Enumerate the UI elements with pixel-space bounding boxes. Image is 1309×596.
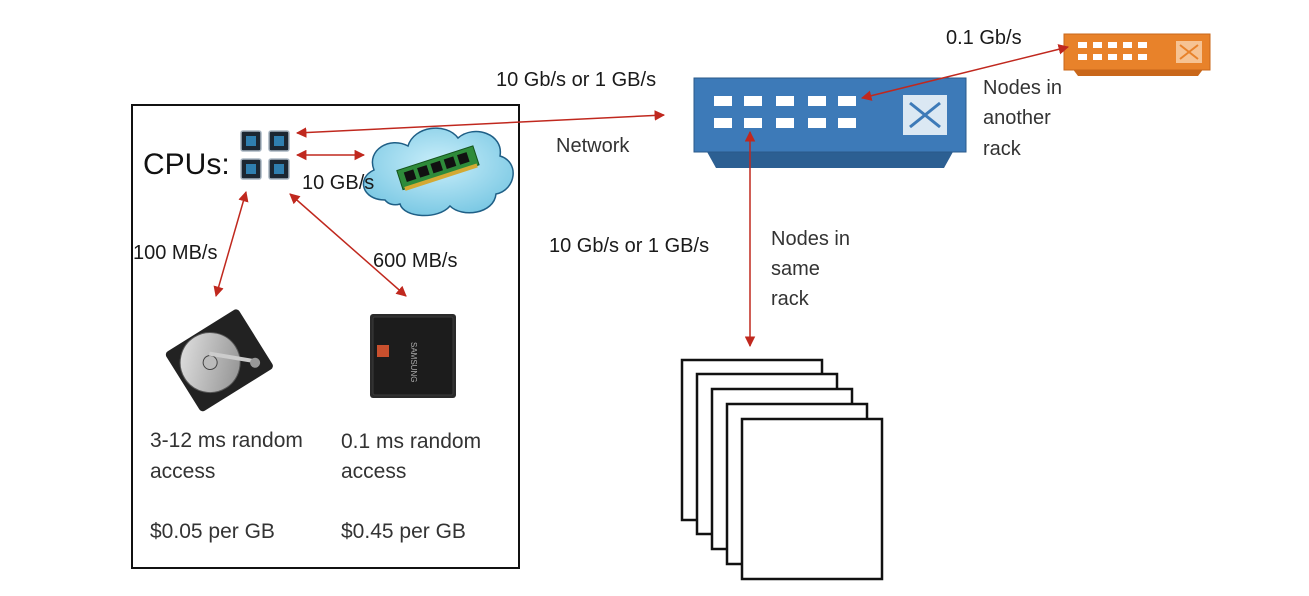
ssd-access-line2: access	[341, 460, 407, 483]
cpus-label: CPUs:	[143, 148, 230, 181]
arrow-switch-remote	[860, 44, 1070, 101]
arrow-cpu-network	[295, 110, 666, 138]
memory-cloud-icon	[362, 127, 514, 217]
network-switch-icon	[693, 77, 967, 168]
hdd-access-line2: access	[150, 460, 216, 483]
same-rack-line3: rack	[771, 288, 809, 310]
memory-bandwidth-label: 10 GB/s	[302, 172, 375, 194]
server-stack-icon	[680, 358, 884, 581]
same-rack-line1: Nodes in	[771, 228, 850, 250]
ssd-icon: SAMSUNG	[370, 314, 456, 398]
hdd-price: $0.05 per GB	[150, 520, 275, 543]
another-rack-line2: another	[983, 107, 1051, 129]
node-boundary	[131, 104, 520, 569]
remote-switch-icon	[1063, 33, 1211, 76]
arrow-cpu-ssd	[289, 193, 407, 297]
node-link-speed-label: 10 Gb/s or 1 GB/s	[496, 69, 657, 91]
ssd-access-line1: 0.1 ms random	[341, 430, 482, 453]
rack-link-speed-label: 10 Gb/s or 1 GB/s	[549, 235, 710, 257]
arrow-cpu-hdd	[213, 190, 249, 298]
another-rack-line1: Nodes in	[983, 77, 1062, 99]
ssd-brand-text: SAMSUNG	[409, 342, 418, 382]
another-rack-line3: rack	[983, 138, 1021, 160]
hdd-bandwidth-label: 100 MB/s	[133, 242, 218, 264]
hard-drive-icon	[165, 309, 273, 412]
inter-rack-speed-label: 0.1 Gb/s	[946, 27, 1022, 49]
network-label: Network	[556, 135, 630, 157]
ssd-price: $0.45 per GB	[341, 520, 466, 543]
hdd-access-line1: 3-12 ms random	[150, 429, 303, 452]
cpu-chip-icon	[240, 130, 290, 180]
same-rack-line2: same	[771, 258, 820, 280]
ssd-bandwidth-label: 600 MB/s	[373, 250, 458, 272]
